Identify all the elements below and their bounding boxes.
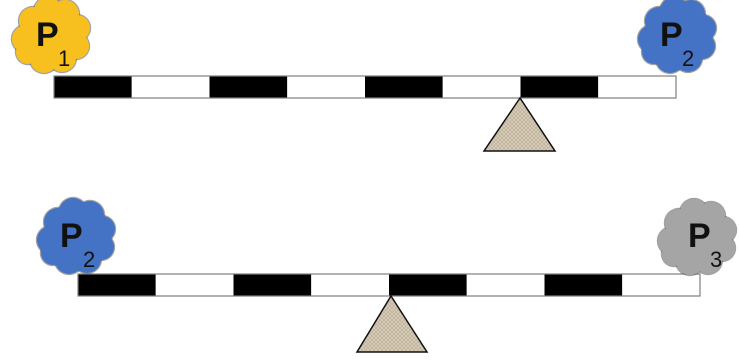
right-weight-subscript: 2 <box>682 46 694 71</box>
left-weight-subscript: 1 <box>58 46 70 71</box>
beam-segment <box>234 274 312 296</box>
beam-segment <box>467 274 545 296</box>
beam-segment <box>54 76 132 98</box>
balance-1-left-weight: P 1 <box>11 0 91 74</box>
beam-segment <box>521 76 599 98</box>
balance-2: P 2 P 3 <box>36 197 737 352</box>
beam-segment <box>78 274 156 296</box>
left-weight-subscript: 2 <box>83 247 95 272</box>
left-weight-letter: P <box>60 217 83 255</box>
beam-segment <box>156 274 234 296</box>
beam-segment <box>443 76 521 98</box>
right-weight-subscript: 3 <box>710 247 722 272</box>
beam-segment <box>132 76 210 98</box>
right-weight-letter: P <box>688 217 711 255</box>
beam-segment <box>311 274 389 296</box>
beam-segment <box>598 76 676 98</box>
balance-2-right-weight: P 3 <box>657 198 737 276</box>
beam-segment <box>545 274 623 296</box>
beam-segment <box>622 274 700 296</box>
right-weight-letter: P <box>660 16 683 54</box>
balance-2-left-weight: P 2 <box>36 197 116 275</box>
balance-1-fulcrum <box>484 98 555 151</box>
balance-1-right-weight: P 2 <box>637 0 717 74</box>
beam-segment <box>389 274 467 296</box>
balance-2-fulcrum <box>357 296 427 352</box>
left-weight-letter: P <box>36 16 59 54</box>
beam-segment <box>287 76 365 98</box>
balance-2-beam <box>78 274 700 296</box>
balance-1-beam <box>54 76 676 98</box>
beam-segment <box>210 76 288 98</box>
balance-1: P 1 P 2 <box>11 0 717 151</box>
beam-segment <box>365 76 443 98</box>
